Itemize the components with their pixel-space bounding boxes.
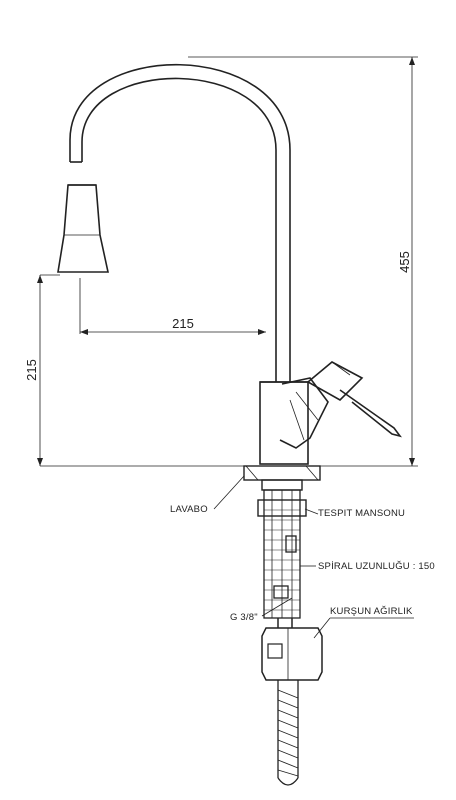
dimension-215-reach: 215	[172, 316, 194, 331]
label-outlet: G 3/8"	[230, 612, 258, 623]
dimension-455: 455	[397, 251, 412, 273]
label-weight: KURŞUN AĞIRLIK	[330, 606, 413, 617]
label-hose-length: SPİRAL UZUNLUĞU : 150	[318, 561, 435, 572]
dimension-arrows	[37, 57, 415, 466]
lead-weight	[261, 618, 323, 681]
gooseneck-spout	[68, 63, 291, 382]
spray-head	[57, 184, 109, 273]
dimension-215-height: 215	[24, 359, 39, 381]
label-basin: LAVABO	[170, 504, 208, 515]
label-fixing-sleeve: TESPIT MANSONU	[318, 508, 405, 519]
shank-assembly	[257, 489, 307, 619]
dimension-lines	[39, 56, 418, 467]
leader-lines	[213, 475, 414, 639]
mixer-handle	[306, 361, 402, 438]
spiral-hose	[277, 680, 299, 786]
mounting-base	[243, 465, 321, 491]
faucet-body	[259, 377, 329, 465]
